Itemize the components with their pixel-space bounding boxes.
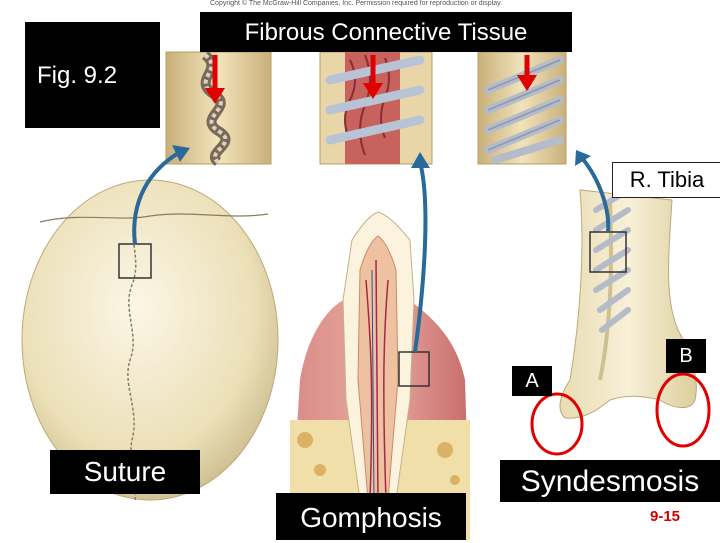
label-a: A (512, 366, 552, 396)
page-number: 9-15 (650, 508, 680, 525)
gomphosis-label: Gomphosis (276, 493, 466, 540)
label-b: B (666, 339, 706, 373)
copyright-notice: Copyright © The McGraw-Hill Companies, I… (210, 0, 502, 7)
tibia-label: R. Tibia (612, 162, 720, 198)
page-title: Fibrous Connective Tissue (200, 12, 572, 52)
gomphosis-inset (320, 52, 432, 164)
syndesmosis-label: Syndesmosis (500, 460, 720, 502)
figure-label: Fig. 9.2 (25, 22, 160, 128)
syndesmosis-inset (478, 52, 566, 164)
suture-label: Suture (50, 450, 200, 494)
tooth (290, 212, 470, 540)
tibia-fibula (560, 190, 696, 418)
